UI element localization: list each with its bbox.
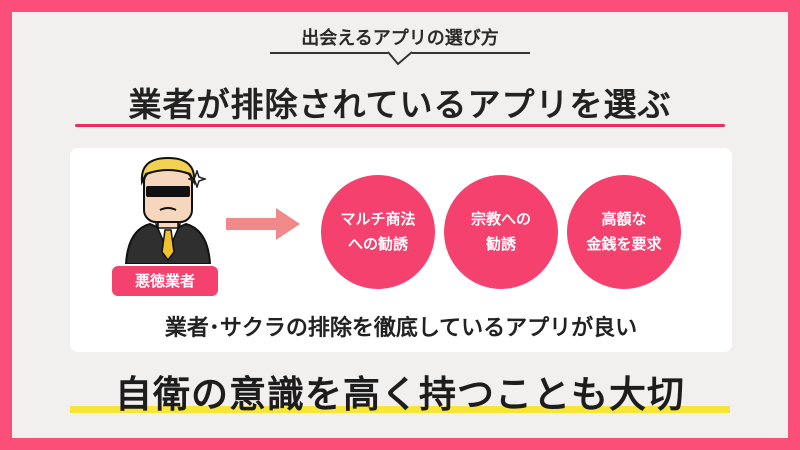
subtitle: 出会えるアプリの選び方 [301,28,499,49]
card-caption: 業者･サクラの排除を徹底しているアプリが良い [164,316,638,341]
subtitle-pointer [387,51,413,66]
title-underline [75,124,725,127]
main-title: 業者が排除されているアプリを選ぶ [128,85,672,124]
circle-label: マルチ商法 への勧誘 [340,209,416,254]
circle-label: 宗教への 勧誘 [470,209,531,254]
bad-actor-badge: 悪徳業者 [112,266,218,296]
bottom-message: 自衛の意識を高く持つことも大切 [115,373,685,416]
subtitle-line-right [412,52,530,54]
sparkle-icon [188,170,206,188]
circle-money-demand: 高額な 金銭を要求 [567,175,681,289]
subtitle-line-left [270,52,388,54]
right-arrow-icon [226,208,300,240]
circle-multi-level-marketing: マルチ商法 への勧誘 [321,175,435,289]
circle-religion: 宗教への 勧誘 [444,175,558,289]
bottom-highlight [70,406,730,413]
suspicious-man-icon [124,156,212,264]
circle-label: 高額な 金銭を要求 [586,209,662,254]
